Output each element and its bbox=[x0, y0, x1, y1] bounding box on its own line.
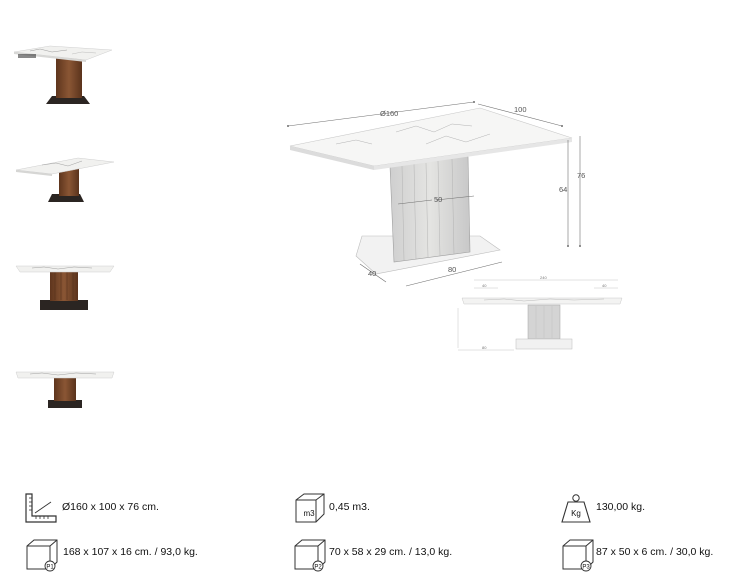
package-1-value: 168 x 107 x 16 cm. / 93,0 kg. bbox=[63, 546, 198, 558]
package-box-icon: P1 bbox=[26, 539, 58, 572]
thumbnail-table-front[interactable] bbox=[12, 256, 118, 314]
ruler-dimensions-icon bbox=[25, 493, 57, 523]
technical-drawing-extended: 240 40 40 80 bbox=[457, 275, 623, 351]
svg-text:P3: P3 bbox=[582, 565, 590, 571]
volume-box-icon: m3 bbox=[295, 493, 325, 523]
thumbnail-table-angle-1[interactable] bbox=[12, 40, 118, 110]
dim-base-depth-label: 40 bbox=[368, 269, 376, 278]
svg-text:P2: P2 bbox=[314, 565, 322, 571]
svg-text:P1: P1 bbox=[46, 565, 54, 571]
small-dim-total-label: 240 bbox=[540, 275, 547, 280]
package-3-value: 87 x 50 x 6 cm. / 30,0 kg. bbox=[596, 546, 714, 558]
spec-dimensions: Ø160 x 100 x 76 cm. bbox=[24, 492, 244, 524]
package-2-value: 70 x 58 x 29 cm. / 13,0 kg. bbox=[329, 546, 453, 558]
svg-text:Kg: Kg bbox=[571, 509, 581, 518]
spec-package-2: P2 70 x 58 x 29 cm. / 13,0 kg. bbox=[292, 538, 512, 572]
dim-column-label: 50 bbox=[434, 195, 442, 204]
dim-base-length-label: 80 bbox=[448, 265, 456, 274]
small-dim-bottom-label: 80 bbox=[482, 345, 487, 350]
thumbnail-table-angle-2[interactable] bbox=[12, 150, 118, 206]
spec-weight: Kg 130,00 kg. bbox=[560, 492, 740, 524]
dim-height-total-label: 76 bbox=[577, 171, 585, 180]
dim-width-label: 100 bbox=[514, 105, 527, 114]
volume-value: 0,45 m3. bbox=[329, 501, 370, 513]
weight-value: 130,00 kg. bbox=[596, 501, 646, 513]
spec-volume: m3 0,45 m3. bbox=[292, 492, 492, 524]
small-dim-ext-left-label: 40 bbox=[482, 283, 487, 288]
dim-length-label: Ø160 bbox=[380, 109, 398, 118]
svg-text:m3: m3 bbox=[303, 509, 315, 518]
thumbnail-table-side[interactable] bbox=[12, 364, 118, 412]
small-dim-ext-right-label: 40 bbox=[602, 283, 607, 288]
dimensions-value: Ø160 x 100 x 76 cm. bbox=[62, 501, 159, 513]
weight-icon: Kg bbox=[561, 494, 591, 523]
spec-package-1: P1 168 x 107 x 16 cm. / 93,0 kg. bbox=[24, 538, 264, 572]
dim-height-base-label: 64 bbox=[559, 185, 567, 194]
technical-drawing-main: Ø160 100 64 76 50 40 80 bbox=[287, 101, 585, 287]
spec-package-3: P3 87 x 50 x 6 cm. / 30,0 kg. bbox=[560, 538, 745, 572]
package-box-icon: P2 bbox=[294, 539, 326, 572]
package-box-icon: P3 bbox=[562, 539, 594, 572]
